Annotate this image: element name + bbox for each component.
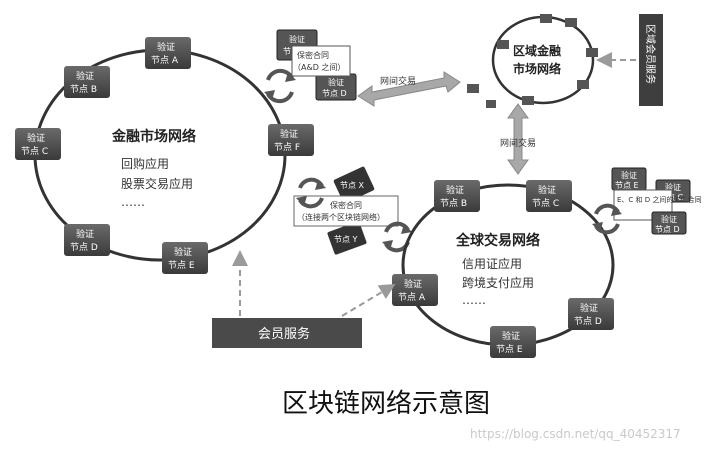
financial-node-c-line2: 节点 C [21, 146, 48, 157]
contract-right-card-top-line2: 节点 E [615, 181, 639, 190]
regional-network-nodes [467, 14, 598, 108]
global-node-b[interactable]: 验证 节点 B [434, 180, 480, 212]
cycle-icon-middle-left [296, 177, 326, 209]
financial-app-ellipsis: …… [121, 195, 145, 209]
global-node-c[interactable]: 验证 节点 C [526, 180, 572, 212]
regional-network-title-line1: 区域金融 [513, 43, 561, 58]
financial-node-d-line2: 节点 D [70, 242, 98, 253]
financial-node-e[interactable]: 验证 节点 E [162, 242, 208, 274]
contract-middle-card-top[interactable]: 节点 X [333, 166, 375, 204]
financial-node-b-line1: 验证 [76, 70, 94, 82]
contract-top-card-d[interactable]: 验证 节点 D [315, 73, 357, 101]
global-node-d-line1: 验证 [580, 302, 598, 314]
contract-middle-card-bottom[interactable]: 节点 Y [327, 221, 367, 255]
financial-node-b[interactable]: 验证 节点 B [64, 66, 110, 98]
financial-node-c-line1: 验证 [27, 132, 45, 144]
financial-node-f-line1: 验证 [280, 128, 298, 140]
contract-right-card-top-line1: 验证 [621, 170, 637, 180]
regional-network-ring [491, 15, 595, 105]
regional-network-title-line2: 市场网络 [513, 61, 561, 76]
contract-top-card-d-line1: 验证 [328, 77, 344, 87]
global-node-e-line1: 验证 [502, 330, 520, 342]
contract-middle-line1: 保密合同 [330, 200, 362, 210]
contract-middle-card-bottom-line1: 节点 Y [334, 235, 358, 244]
inter-network-arrow-vertical [507, 103, 529, 175]
financial-node-c[interactable]: 验证 节点 C [15, 128, 61, 160]
global-node-b-line2: 节点 B [440, 198, 467, 209]
global-node-a-line2: 节点 A [398, 292, 426, 303]
watermark: https://blog.csdn.net/qq_40452317 [470, 427, 681, 441]
financial-node-b-line2: 节点 B [70, 84, 97, 95]
contract-top-line1: 保密合同 [297, 50, 329, 60]
member-service-arrow-right [341, 283, 396, 317]
contract-right-card-bottom[interactable]: 验证 节点 D [651, 211, 687, 235]
global-node-a-line1: 验证 [404, 278, 422, 290]
financial-node-a[interactable]: 验证 节点 A [145, 37, 191, 69]
cycle-icon-top [264, 68, 296, 104]
contract-middle-document[interactable]: 保密合同 （连接两个区块链网络） [293, 195, 399, 227]
financial-node-e-line1: 验证 [174, 246, 192, 258]
contract-top-card-d-line2: 节点 D [322, 89, 347, 98]
financial-node-d-line1: 验证 [76, 228, 94, 240]
contract-middle-card-top-line1: 节点 X [340, 181, 365, 190]
inter-network-arrow-horizontal [357, 71, 461, 107]
cycle-icon-middle-right [382, 221, 412, 253]
global-node-b-line1: 验证 [446, 184, 464, 196]
financial-node-f-line2: 节点 F [274, 142, 300, 153]
cycle-icon-right [592, 203, 622, 235]
global-node-c-line2: 节点 C [532, 198, 559, 209]
financial-app-repo: 回购应用 [121, 156, 169, 171]
financial-node-a-line1: 验证 [157, 41, 175, 53]
financial-node-d[interactable]: 验证 节点 D [64, 224, 110, 256]
contract-right-card-bottom-line2: 节点 D [655, 225, 680, 234]
regional-member-service-label: 区域会员服务 [644, 24, 657, 84]
contract-right-card-bottom-line1: 验证 [661, 214, 677, 224]
global-app-crossborder: 跨境支付应用 [462, 275, 534, 290]
member-service-label: 会员服务 [258, 326, 310, 342]
regional-member-service-box[interactable]: 区域会员服务 [639, 14, 663, 106]
global-node-d-line2: 节点 D [574, 316, 602, 327]
global-network-title: 全球交易网络 [455, 232, 540, 249]
global-node-e[interactable]: 验证 节点 E [490, 326, 536, 358]
global-app-lc: 信用证应用 [462, 256, 522, 271]
financial-app-stock: 股票交易应用 [121, 176, 193, 191]
contract-top-document[interactable]: 保密合同 （A&D 之间） [291, 45, 351, 77]
financial-network-title: 金融市场网络 [111, 128, 196, 145]
global-node-a[interactable]: 验证 节点 A [392, 274, 438, 306]
diagram-caption: 区块链网络示意图 [282, 389, 490, 419]
contract-right-card-mid-line1: 验证 [665, 182, 681, 192]
global-node-d[interactable]: 验证 节点 D [568, 298, 614, 330]
inter-network-label-horizontal: 网间交易 [380, 75, 416, 87]
inter-network-label-vertical: 网间交易 [500, 137, 536, 149]
contract-middle-line2: （连接两个区块链网络） [297, 212, 385, 222]
contract-right-card-top[interactable]: 验证 节点 E [611, 167, 647, 191]
financial-node-f[interactable]: 验证 节点 F [268, 124, 314, 156]
global-app-ellipsis: …… [462, 293, 486, 307]
financial-node-e-line2: 节点 E [168, 260, 195, 271]
contract-top-card-a-line1: 验证 [289, 34, 305, 44]
global-node-c-line1: 验证 [538, 184, 556, 196]
contract-right-text: E、C 和 D 之间的 CC 合同 [617, 195, 702, 204]
global-node-e-line2: 节点 E [496, 344, 523, 355]
contract-top-line2: （A&D 之间） [293, 62, 345, 72]
member-service-box[interactable]: 会员服务 [212, 318, 362, 348]
financial-node-a-line2: 节点 A [151, 55, 179, 66]
